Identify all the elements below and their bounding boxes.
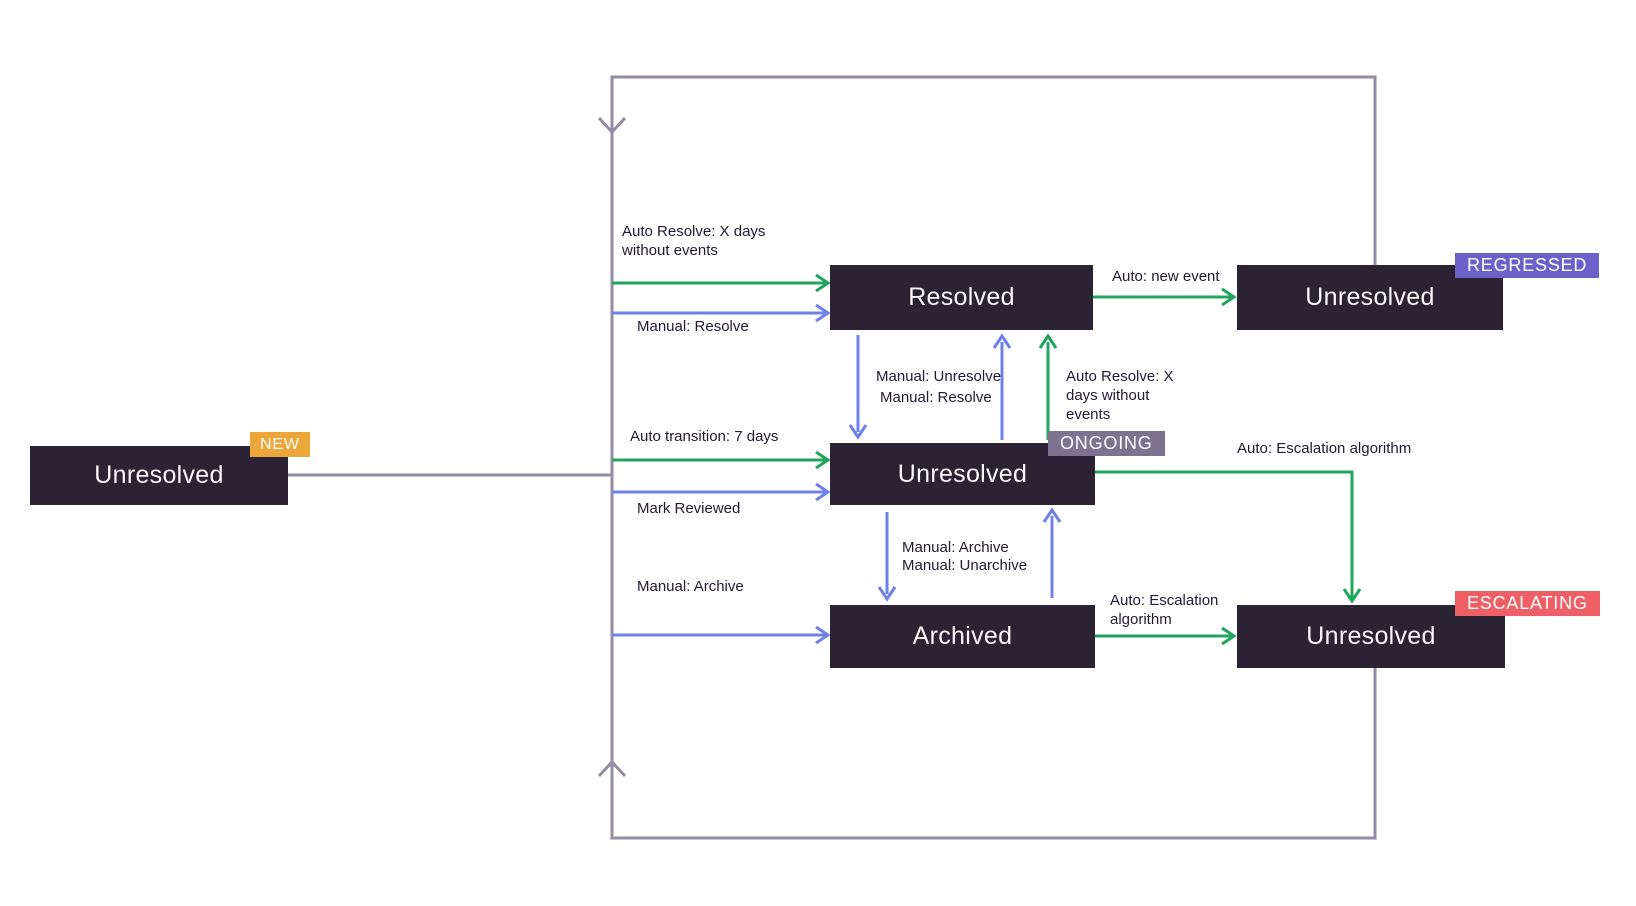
- label-manual-resolve-top: Manual: Resolve: [637, 318, 749, 335]
- state-escalating-label: Unresolved: [1306, 622, 1436, 650]
- state-ongoing-unresolved: Unresolved: [830, 443, 1095, 505]
- state-escalating-unresolved: Unresolved: [1237, 605, 1505, 668]
- loop-down-arrowhead: [597, 116, 627, 135]
- label-auto-transition: Auto transition: 7 days: [630, 428, 779, 445]
- label-auto-escalation-bottom: Auto: Escalation algorithm: [1110, 592, 1219, 628]
- loop-up-arrowhead: [597, 759, 627, 778]
- state-archived: Archived: [830, 605, 1095, 668]
- badge-escalating: ESCALATING: [1455, 591, 1600, 616]
- label-auto-resolve-mid: Auto Resolve: X days without events: [1066, 368, 1174, 423]
- label-manual-archive-left: Manual: Archive: [637, 578, 744, 595]
- label-mark-reviewed: Mark Reviewed: [637, 500, 741, 517]
- state-regressed-label: Unresolved: [1305, 283, 1435, 311]
- label-manual-unarchive: Manual: Unarchive: [902, 557, 1028, 574]
- label-auto-new-event: Auto: new event: [1112, 268, 1220, 285]
- state-new-unresolved: Unresolved: [30, 446, 288, 505]
- label-manual-unresolve: Manual: Unresolve: [876, 368, 1002, 385]
- label-manual-archive-mid: Manual: Archive: [902, 539, 1009, 556]
- state-resolved: Resolved: [830, 265, 1093, 330]
- badge-new: NEW: [250, 432, 310, 457]
- state-ongoing-label: Unresolved: [897, 459, 1028, 488]
- edge-auto-escalation-top-line: [1095, 470, 1354, 598]
- badge-regressed: REGRESSED: [1455, 253, 1600, 278]
- label-auto-resolve-top: Auto Resolve: X days without events: [622, 223, 766, 259]
- loop-rectangle-line: [610, 75, 1377, 840]
- state-resolved-label: Resolved: [908, 283, 1015, 311]
- label-auto-escalation-top: Auto: Escalation algorithm: [1237, 440, 1412, 457]
- state-new-label: Unresolved: [94, 461, 224, 489]
- badge-ongoing: ONGOING: [1048, 431, 1165, 456]
- state-archived-label: Archived: [912, 622, 1013, 650]
- label-manual-resolve-mid: Manual: Resolve: [880, 389, 992, 406]
